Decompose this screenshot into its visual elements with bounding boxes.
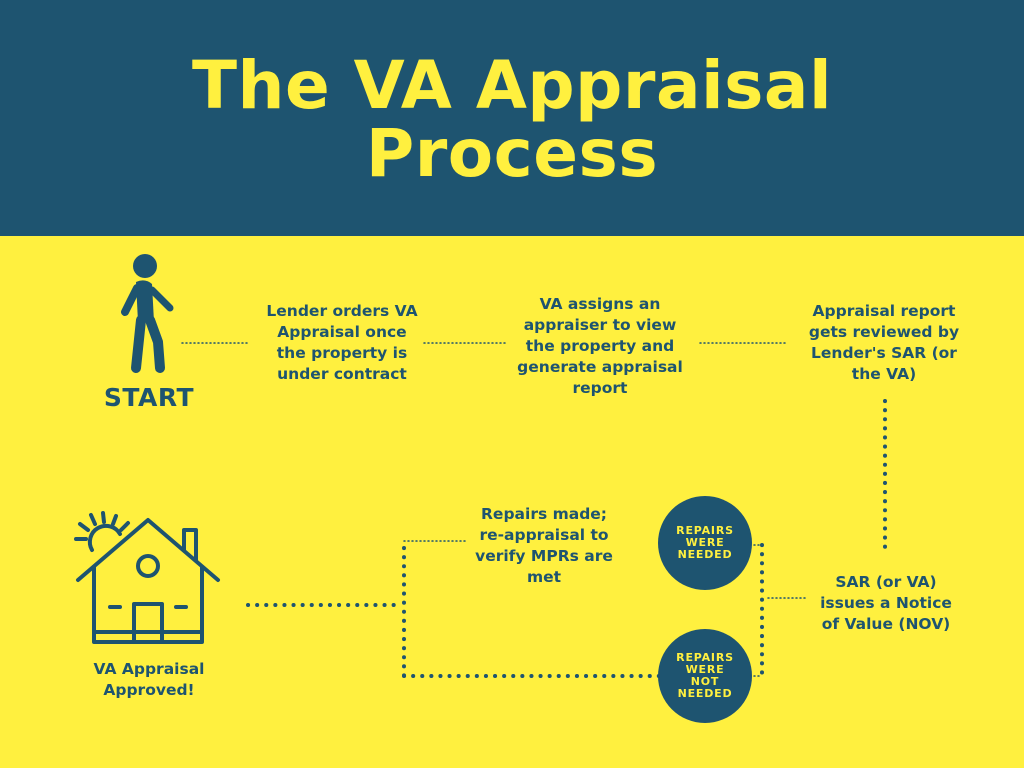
page-title: The VA Appraisal Process — [0, 52, 1024, 188]
header-banner: The VA Appraisal Process — [0, 0, 1024, 236]
person-walking-icon — [121, 254, 174, 373]
step-approved: VA Appraisal Approved! — [93, 660, 205, 699]
badge-repairs-needed: REPAIRS WERE NEEDED — [658, 496, 752, 590]
step-lender-orders: Lender orders VA Appraisal once the prop… — [266, 302, 418, 383]
badge-repairs-not-needed: REPAIRS WERE NOT NEEDED — [658, 629, 752, 723]
title-line-1: The VA Appraisal — [191, 47, 833, 124]
step-va-assigns: VA assigns an appraiser to view the prop… — [517, 295, 683, 397]
step-report-reviewed: Appraisal report gets reviewed by Lender… — [808, 302, 960, 383]
step-repairs-made: Repairs made; re-appraisal to verify MPR… — [475, 505, 613, 586]
title-line-2: Process — [365, 115, 659, 192]
house-icon — [74, 511, 220, 644]
step-nov-issued: SAR (or VA) issues a Notice of Value (NO… — [820, 573, 952, 633]
start-label: START — [103, 383, 195, 412]
